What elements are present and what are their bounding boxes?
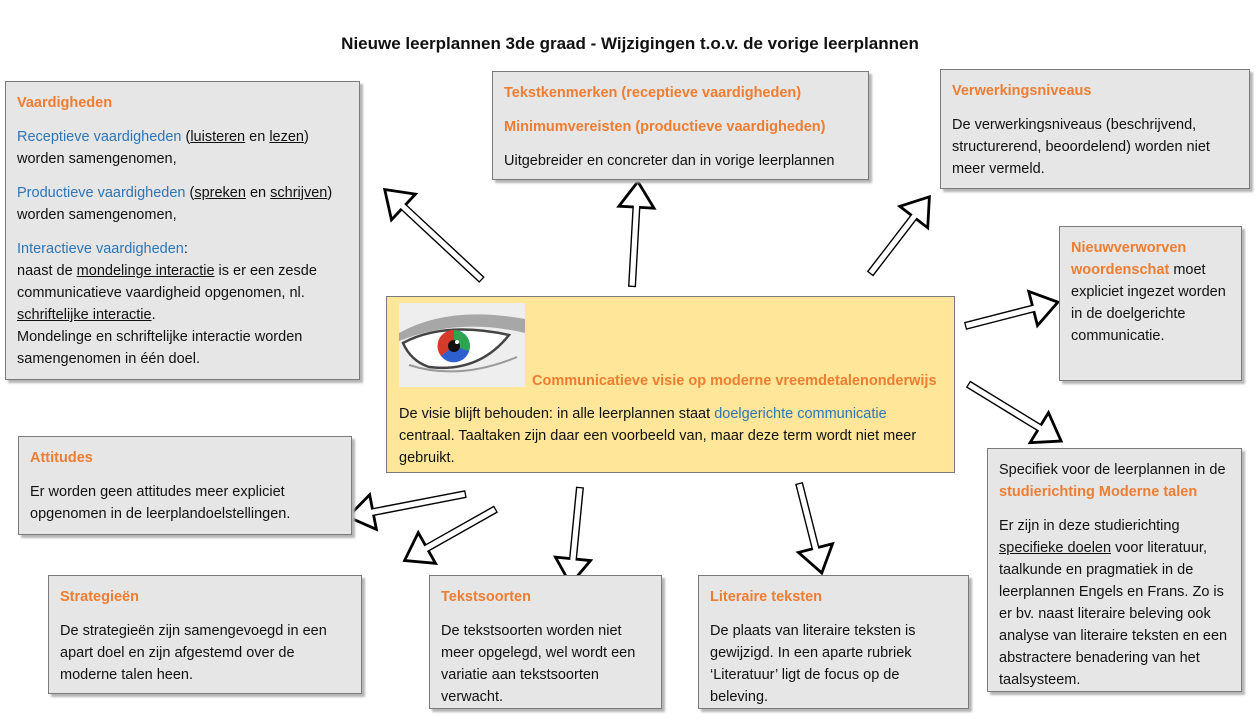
receptieve-label: Receptieve vaardigheden [17,129,182,145]
tekstkenmerken-heading: Tekstkenmerken (receptieve vaardigheden) [504,85,802,101]
receptieve-en: en [245,129,270,145]
lezen-term: lezen [269,129,304,145]
arrow-to-specifiek [965,380,1064,445]
diagram-title: Nieuwe leerplannen 3de graad - Wijziging… [341,34,919,53]
attitudes-box: Attitudes Er worden geen attitudes meer … [18,436,352,535]
center-heading: Communicatieve visie op moderne vreemdet… [532,373,937,389]
verwerkingsniveaus-body: De verwerkingsniveaus (beschrijvend, str… [952,117,1210,177]
specifiek-body1: Er zijn in deze studierichting [999,518,1180,534]
receptieve-paragraph: Receptieve vaardigheden (luisteren en le… [17,126,348,170]
mondelinge-interactie: mondelinge interactie [76,263,215,279]
arrow-to-tekstsoorten [552,486,594,587]
productieve-paragraph: Productieve vaardigheden (spreken en sch… [17,182,348,226]
studierichting-heading: studierichting Moderne talen [999,484,1198,500]
strategieen-box: Strategieën De strategieën zijn samengev… [48,575,362,694]
center-body2: centraal. Taaltaken zijn daar een voorbe… [399,428,917,466]
interactieve-text2: is er een zesde communicatieve vaardighe… [17,263,317,301]
interactieve-paragraph: Interactieve vaardigheden: naast de monde… [17,238,348,370]
receptieve-rest: worden samengenomen, [17,151,177,167]
woordenschat-body: moet expliciet ingezet worden in de doel… [1071,262,1226,344]
tekstkenmerken-box: Tekstkenmerken (receptieve vaardigheden)… [492,71,869,180]
vaardigheden-box: Vaardigheden Receptieve vaardigheden (lu… [5,81,360,380]
strategieen-heading: Strategieën [60,589,139,605]
arrow-to-woordenschat [964,289,1061,330]
productieve-en: en [245,185,271,201]
woordenschat-paragraph: Nieuwverworven woordenschat moet explici… [1071,237,1230,347]
schrijven-term: schrijven [270,185,328,201]
arrow-to-vaardigheden [382,187,485,283]
luisteren-term: luisteren [190,129,246,145]
tekstsoorten-box: Tekstsoorten De tekstsoorten worden niet… [429,575,662,709]
literaire-heading: Literaire teksten [710,589,823,605]
productieve-label: Productieve vaardigheden [17,185,186,201]
interactieve-text4: Mondelinge en schriftelijke interactie w… [17,329,303,367]
center-box: Communicatieve visie op moderne vreemdet… [386,296,955,473]
interactieve-text3: . [151,307,156,323]
schriftelijke-interactie: schriftelijke interactie [17,307,152,323]
interactieve-text1: naast de [17,263,77,279]
attitudes-body: Er worden geen attitudes meer expliciet … [30,484,291,522]
arrow-to-tekstkenmerken [616,179,657,288]
receptieve-open: ( [181,129,191,145]
doelgerichte-communicatie-link: doelgerichte communicatie [714,406,887,422]
center-body1: De visie blijft behouden: in alle leerpl… [399,406,715,422]
specifiek-intro-paragraph: Specifiek voor de leerplannen in de stud… [999,459,1230,503]
receptieve-close: ) [303,129,309,145]
specifiek-body2: voor literatuur, taalkunde en pragmatiek… [999,540,1228,688]
arrow-to-verwerkingsniveaus [866,194,931,277]
woordenschat-box: Nieuwverworven woordenschat moet explici… [1059,226,1242,381]
specifiek-body-paragraph: Er zijn in deze studierichting specifiek… [999,515,1230,691]
productieve-rest: worden samengenomen, [17,207,177,223]
specifiek-intro: Specifiek voor de leerplannen in de [999,462,1226,478]
spreken-term: spreken [194,185,246,201]
attitudes-heading: Attitudes [30,450,93,466]
productieve-close: ) [327,185,333,201]
arrow-to-literaire [795,482,835,576]
eye-icon [399,303,525,387]
literaire-box: Literaire teksten De plaats van literair… [698,575,969,709]
arrow-group [345,179,1064,587]
minimumvereisten-heading: Minimumvereisten (productieve vaardighed… [504,119,826,135]
arrow-to-attitudes [345,490,467,532]
interactieve-colon: : [183,241,188,257]
verwerkingsniveaus-heading: Verwerkingsniveaus [952,83,1092,99]
tekstkenmerken-body: Uitgebreider en concreter dan in vorige … [504,153,835,169]
tekstsoorten-body: De tekstsoorten worden niet meer opgeleg… [441,623,636,705]
eye-image [399,303,525,387]
verwerkingsniveaus-box: Verwerkingsniveaus De verwerkingsniveaus… [940,69,1250,189]
tekstsoorten-heading: Tekstsoorten [441,589,531,605]
productieve-open: ( [185,185,195,201]
center-body: De visie blijft behouden: in alle leerpl… [399,403,944,469]
arrow-to-strategieen [402,505,498,565]
specifieke-doelen: specifieke doelen [999,540,1112,556]
specifiek-box: Specifiek voor de leerplannen in de stud… [987,448,1242,692]
woordenschat-heading: Nieuwverworven woordenschat [1071,240,1187,278]
literaire-body: De plaats van literaire teksten is gewij… [710,623,916,705]
interactieve-label: Interactieve vaardigheden [17,241,184,257]
strategieen-body: De strategieën zijn samengevoegd in een … [60,623,327,683]
vaardigheden-heading: Vaardigheden [17,95,113,111]
